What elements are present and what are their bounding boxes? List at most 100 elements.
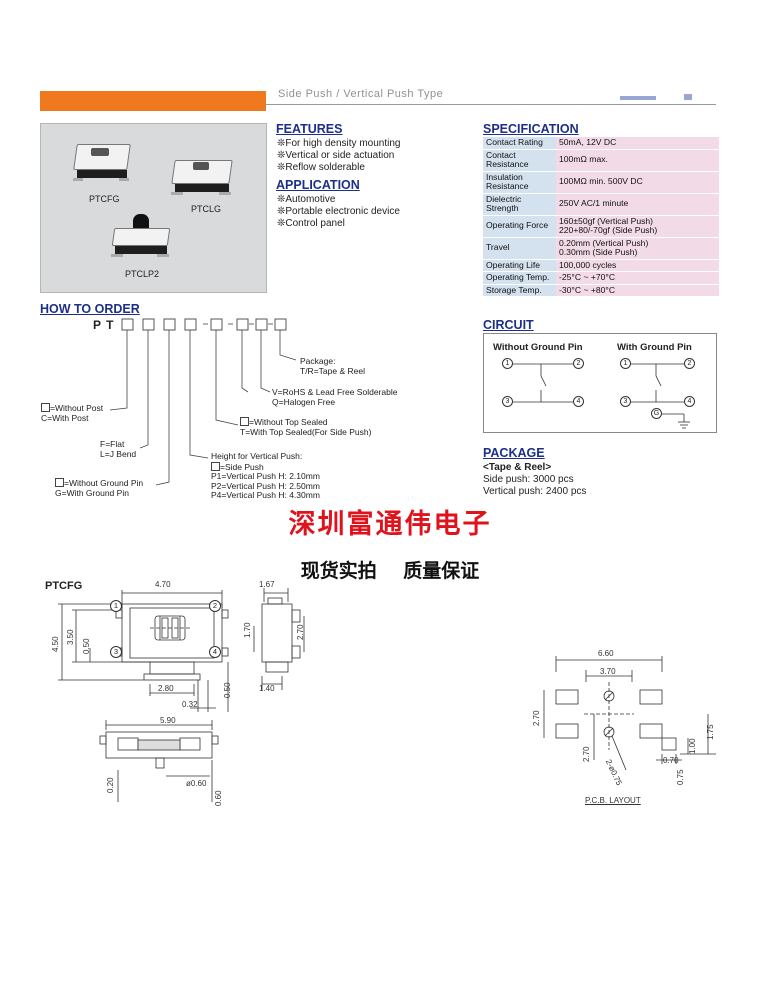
features-title: FEATURES	[276, 122, 343, 136]
spec-value: 160±50gf (Vertical Push) 220+80/-70gf (S…	[556, 215, 719, 238]
dim-label: 2.80	[158, 684, 174, 693]
dim-label: 2.70	[296, 624, 305, 640]
header-rule	[266, 104, 716, 105]
features-list: ❊For high density mounting ❊Vertical or …	[277, 138, 400, 174]
application-item: ❊Control panel	[277, 218, 345, 229]
feature-item: ❊Reflow solderable	[277, 162, 365, 173]
circuit-pin-ground: G	[651, 408, 662, 419]
circuit-pin: 1	[620, 358, 631, 369]
circuit-pin: 4	[573, 396, 584, 407]
spec-key: Travel	[483, 237, 556, 260]
product-photo: PTCFG PTCLG PTCLP2	[40, 123, 267, 293]
header-mark-2	[684, 94, 692, 100]
spec-value: 50mA, 12V DC	[556, 137, 719, 150]
pin-marker: 1	[110, 600, 122, 612]
circuit-title: CIRCUIT	[483, 318, 534, 332]
order-package: Package:T/R=Tape & Reel	[300, 356, 365, 376]
package-side: Side push: 3000 pcs	[483, 474, 574, 485]
feature-item: ❊For high density mounting	[277, 138, 401, 149]
dim-label: ø0.60	[186, 779, 207, 788]
application-title: APPLICATION	[276, 178, 360, 192]
dim-label: 0.32	[182, 700, 198, 709]
spec-key: Dielectric Strength	[483, 193, 556, 216]
how-to-order-title: HOW TO ORDER	[40, 302, 140, 316]
dim-label: 0.20	[106, 777, 115, 793]
pcb-dim: 2.70	[582, 746, 591, 762]
tagline-banner: 现货实拍 质量保证	[300, 560, 480, 582]
dim-label: 1.67	[259, 580, 275, 589]
dim-label: 1.40	[259, 684, 275, 693]
spec-row: Storage Temp.-30°C ~ +80°C	[483, 284, 719, 297]
spec-key: Contact Rating	[483, 137, 556, 150]
spec-key: Operating Force	[483, 215, 556, 238]
drawing-model-label: PTCFG	[45, 580, 83, 592]
spec-key: Operating Life	[483, 259, 556, 272]
spec-value: -25°C ~ +70°C	[556, 271, 719, 285]
pcb-dim: 1.00	[688, 738, 697, 754]
application-item: ❊Portable electronic device	[277, 206, 400, 217]
circuit-pin: 1	[502, 358, 513, 369]
dim-label: 0.60	[214, 790, 223, 806]
package-details: <Tape & Reel> Side push: 3000 pcs Vertic…	[483, 462, 586, 498]
pcb-dim: 0.70	[663, 756, 679, 765]
header-subtitle: Side Push / Vertical Push Type	[278, 88, 444, 100]
spec-value: 250V AC/1 minute	[556, 193, 719, 216]
dim-label: 1.70	[243, 622, 252, 638]
dim-label: 0.50	[223, 682, 232, 698]
switch-photo-ptclp2	[111, 214, 171, 262]
package-subtitle: <Tape & Reel>	[483, 462, 552, 473]
switch-photo-ptclg	[171, 156, 233, 198]
pcb-layout-label: P.C.B. LAYOUT	[585, 796, 641, 805]
circuit-diagram: Without Ground Pin With Ground Pin 1 2 3…	[483, 333, 717, 433]
pcb-dim: 0.75	[676, 769, 685, 785]
header-accent-bar	[40, 91, 266, 111]
pin-marker: 3	[110, 646, 122, 658]
order-prefix: P T	[93, 318, 115, 332]
order-height: Height for Vertical Push: =Side Push P1=…	[211, 451, 320, 500]
pcb-dim: 2.70	[532, 710, 541, 726]
dim-label: 4.50	[51, 636, 60, 652]
dim-label: 0.50	[82, 638, 91, 654]
circuit-pin: 3	[620, 396, 631, 407]
dim-label: 3.50	[66, 629, 75, 645]
spec-value: 0.20mm (Vertical Push) 0.30mm (Side Push…	[556, 237, 719, 260]
dim-label: 4.70	[155, 580, 171, 589]
photo-label-ptcfg: PTCFG	[89, 194, 120, 204]
pcb-layout-drawing	[543, 656, 716, 771]
pcb-dim: 1.75	[706, 724, 715, 740]
spec-key: Contact Resistance	[483, 149, 556, 172]
circuit-lines	[513, 363, 690, 429]
pin-marker: 4	[209, 646, 221, 658]
spec-value: 100,000 cycles	[556, 259, 719, 272]
application-item: ❊Automotive	[277, 194, 336, 205]
feature-item: ❊Vertical or side actuation	[277, 150, 395, 161]
photo-label-ptclp2: PTCLP2	[125, 269, 160, 279]
company-banner: 深圳富通伟电子	[288, 509, 492, 540]
order-code: P T	[93, 318, 114, 332]
specification-title: SPECIFICATION	[483, 122, 579, 136]
package-vertical: Vertical push: 2400 pcs	[483, 486, 587, 497]
header-mark	[620, 96, 656, 100]
spec-key: Storage Temp.	[483, 284, 556, 297]
dim-label: 5.90	[160, 716, 176, 725]
circuit-right-label: With Ground Pin	[617, 342, 692, 353]
switch-photo-ptcfg	[73, 140, 131, 182]
package-title: PACKAGE	[483, 446, 545, 460]
photo-label-ptclg: PTCLG	[191, 204, 222, 214]
circuit-pin: 4	[684, 396, 695, 407]
front-view-drawing	[58, 588, 305, 802]
spec-key: Operating Temp.	[483, 271, 556, 285]
spec-value: -30°C ~ +80°C	[556, 284, 719, 297]
spec-row: Operating Temp.-25°C ~ +70°C	[483, 271, 719, 285]
order-diagram	[109, 318, 297, 486]
